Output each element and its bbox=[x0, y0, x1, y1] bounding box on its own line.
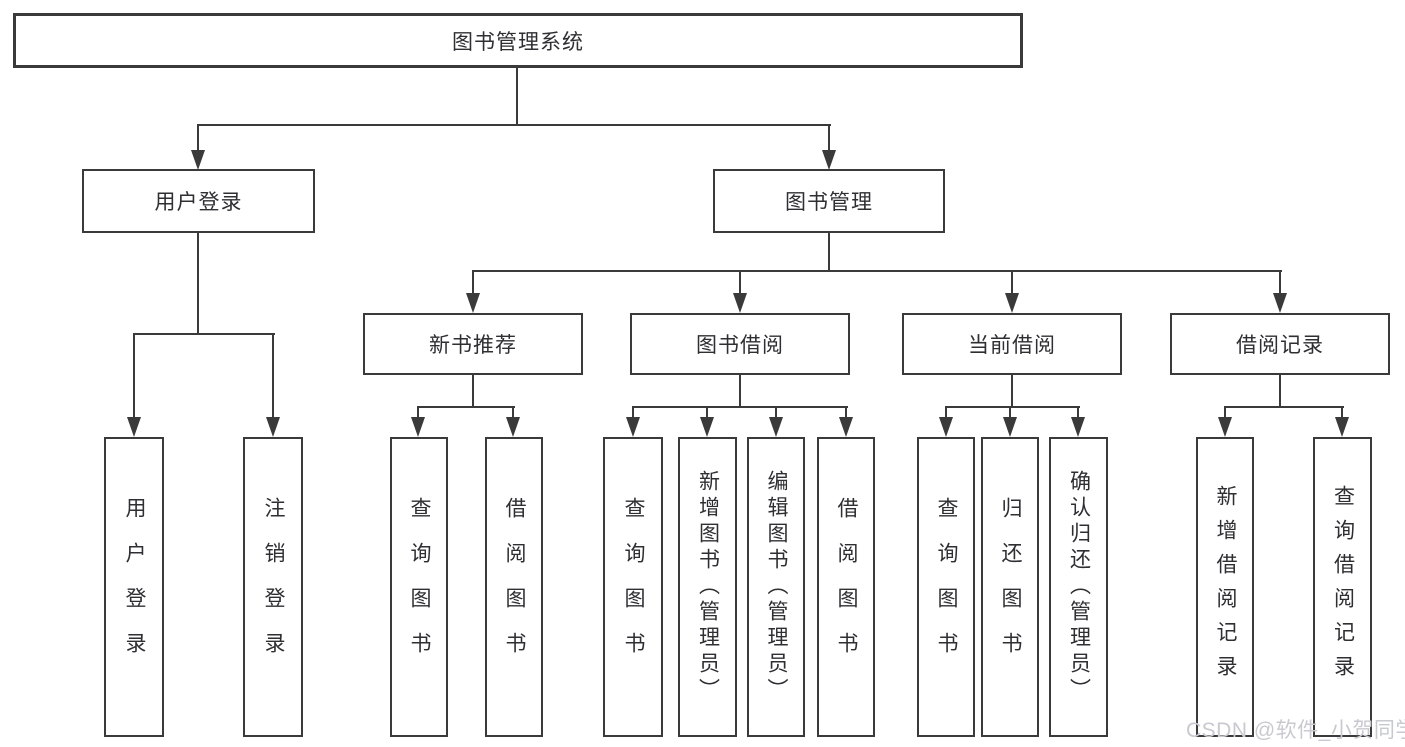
connector-line bbox=[472, 375, 474, 408]
leaf-add-books-admin: 新增图书（管理员） bbox=[678, 437, 737, 737]
node-label: 借阅记录 bbox=[1236, 334, 1324, 357]
node-current-borrowing: 当前借阅 bbox=[902, 313, 1122, 375]
node-label: 当前借阅 bbox=[968, 334, 1056, 357]
leaf-edit-books-admin: 编辑图书（管理员） bbox=[747, 437, 805, 737]
connector-line bbox=[775, 406, 777, 420]
connector-line bbox=[945, 406, 947, 420]
node-new-book-recommend: 新书推荐 bbox=[363, 313, 583, 375]
connector-line bbox=[197, 233, 199, 335]
arrowhead-icon bbox=[1273, 293, 1287, 313]
connector-line bbox=[632, 406, 634, 420]
connector-line bbox=[472, 270, 474, 296]
connector-line bbox=[133, 333, 275, 335]
node-label: 查询图书 bbox=[408, 497, 431, 677]
node-library-management-system: 图书管理系统 bbox=[13, 13, 1023, 68]
csdn-watermark: CSDN @软件_小贺同学 bbox=[1186, 719, 1405, 742]
connector-line bbox=[845, 406, 847, 420]
connector-line bbox=[417, 406, 419, 420]
node-label: 注销登录 bbox=[262, 497, 285, 677]
arrowhead-icon bbox=[411, 417, 425, 437]
arrowhead-icon bbox=[733, 293, 747, 313]
node-label: 查询借阅记录 bbox=[1331, 485, 1355, 689]
node-label: 新增借阅记录 bbox=[1214, 485, 1237, 689]
connector-line bbox=[197, 124, 199, 152]
arrowhead-icon bbox=[1005, 293, 1019, 313]
arrowhead-icon bbox=[939, 417, 953, 437]
node-book-management: 图书管理 bbox=[713, 169, 945, 233]
node-borrowing-records: 借阅记录 bbox=[1170, 313, 1390, 375]
arrowhead-icon bbox=[191, 150, 205, 170]
connector-line bbox=[739, 375, 741, 408]
arrowhead-icon bbox=[506, 417, 520, 437]
leaf-confirm-return-admin: 确认归还（管理员） bbox=[1049, 437, 1108, 737]
connector-line bbox=[472, 270, 1282, 272]
connector-line bbox=[1224, 406, 1344, 408]
connector-line bbox=[1009, 406, 1011, 420]
connector-line bbox=[706, 406, 708, 420]
connector-line bbox=[945, 406, 1080, 408]
node-label: 图书借阅 bbox=[696, 334, 784, 357]
leaf-query-books-recommend: 查询图书 bbox=[390, 437, 448, 737]
node-book-borrowing: 图书借阅 bbox=[630, 313, 850, 375]
connector-line bbox=[632, 406, 848, 408]
arrowhead-icon bbox=[1071, 417, 1085, 437]
node-label: 新增图书（管理员） bbox=[696, 470, 720, 704]
leaf-return-books: 归还图书 bbox=[981, 437, 1039, 737]
arrowhead-icon bbox=[839, 417, 853, 437]
connector-line bbox=[1341, 406, 1343, 420]
leaf-query-borrow-record: 查询借阅记录 bbox=[1313, 437, 1372, 737]
leaf-borrow-books: 借阅图书 bbox=[817, 437, 875, 737]
node-label: 借阅图书 bbox=[503, 497, 526, 677]
arrowhead-icon bbox=[700, 417, 714, 437]
arrowhead-icon bbox=[466, 293, 480, 313]
node-user-login: 用户登录 bbox=[82, 169, 315, 233]
leaf-borrow-books-recommend: 借阅图书 bbox=[485, 437, 543, 737]
arrowhead-icon bbox=[1218, 417, 1232, 437]
leaf-query-books-borrowing: 查询图书 bbox=[603, 437, 663, 737]
arrowhead-icon bbox=[266, 417, 280, 437]
connector-line bbox=[272, 333, 274, 419]
connector-line bbox=[739, 270, 741, 296]
node-label: 查询图书 bbox=[935, 497, 958, 677]
connector-line bbox=[1011, 270, 1013, 296]
node-label: 借阅图书 bbox=[835, 497, 858, 677]
leaf-user-login: 用户登录 bbox=[104, 437, 164, 737]
node-label: 用户登录 bbox=[154, 191, 243, 214]
connector-line bbox=[1279, 270, 1281, 296]
connector-line bbox=[417, 406, 515, 408]
connector-line bbox=[1279, 375, 1281, 408]
connector-line bbox=[828, 233, 830, 272]
connector-line bbox=[133, 333, 135, 419]
arrowhead-icon bbox=[626, 417, 640, 437]
connector-line bbox=[512, 406, 514, 420]
node-label: 图书管理 bbox=[785, 191, 873, 214]
node-label: 编辑图书（管理员） bbox=[765, 470, 788, 704]
arrowhead-icon bbox=[127, 417, 141, 437]
arrowhead-icon bbox=[1335, 417, 1349, 437]
connector-line bbox=[1224, 406, 1226, 420]
node-label: 新书推荐 bbox=[429, 334, 517, 357]
connector-line bbox=[516, 68, 518, 126]
arrowhead-icon bbox=[822, 150, 836, 170]
connector-line bbox=[828, 124, 830, 152]
arrowhead-icon bbox=[1003, 417, 1017, 437]
connector-line bbox=[1011, 375, 1013, 408]
leaf-query-books-current: 查询图书 bbox=[917, 437, 975, 737]
connector-line bbox=[197, 124, 831, 126]
leaf-logout: 注销登录 bbox=[243, 437, 303, 737]
node-label: 归还图书 bbox=[999, 497, 1022, 677]
node-label: 用户登录 bbox=[123, 497, 146, 677]
node-label: 图书管理系统 bbox=[452, 30, 584, 54]
arrowhead-icon bbox=[769, 417, 783, 437]
node-label: 查询图书 bbox=[622, 497, 645, 677]
leaf-add-borrow-record: 新增借阅记录 bbox=[1196, 437, 1254, 737]
connector-line bbox=[1077, 406, 1079, 420]
node-label: 确认归还（管理员） bbox=[1067, 470, 1091, 704]
